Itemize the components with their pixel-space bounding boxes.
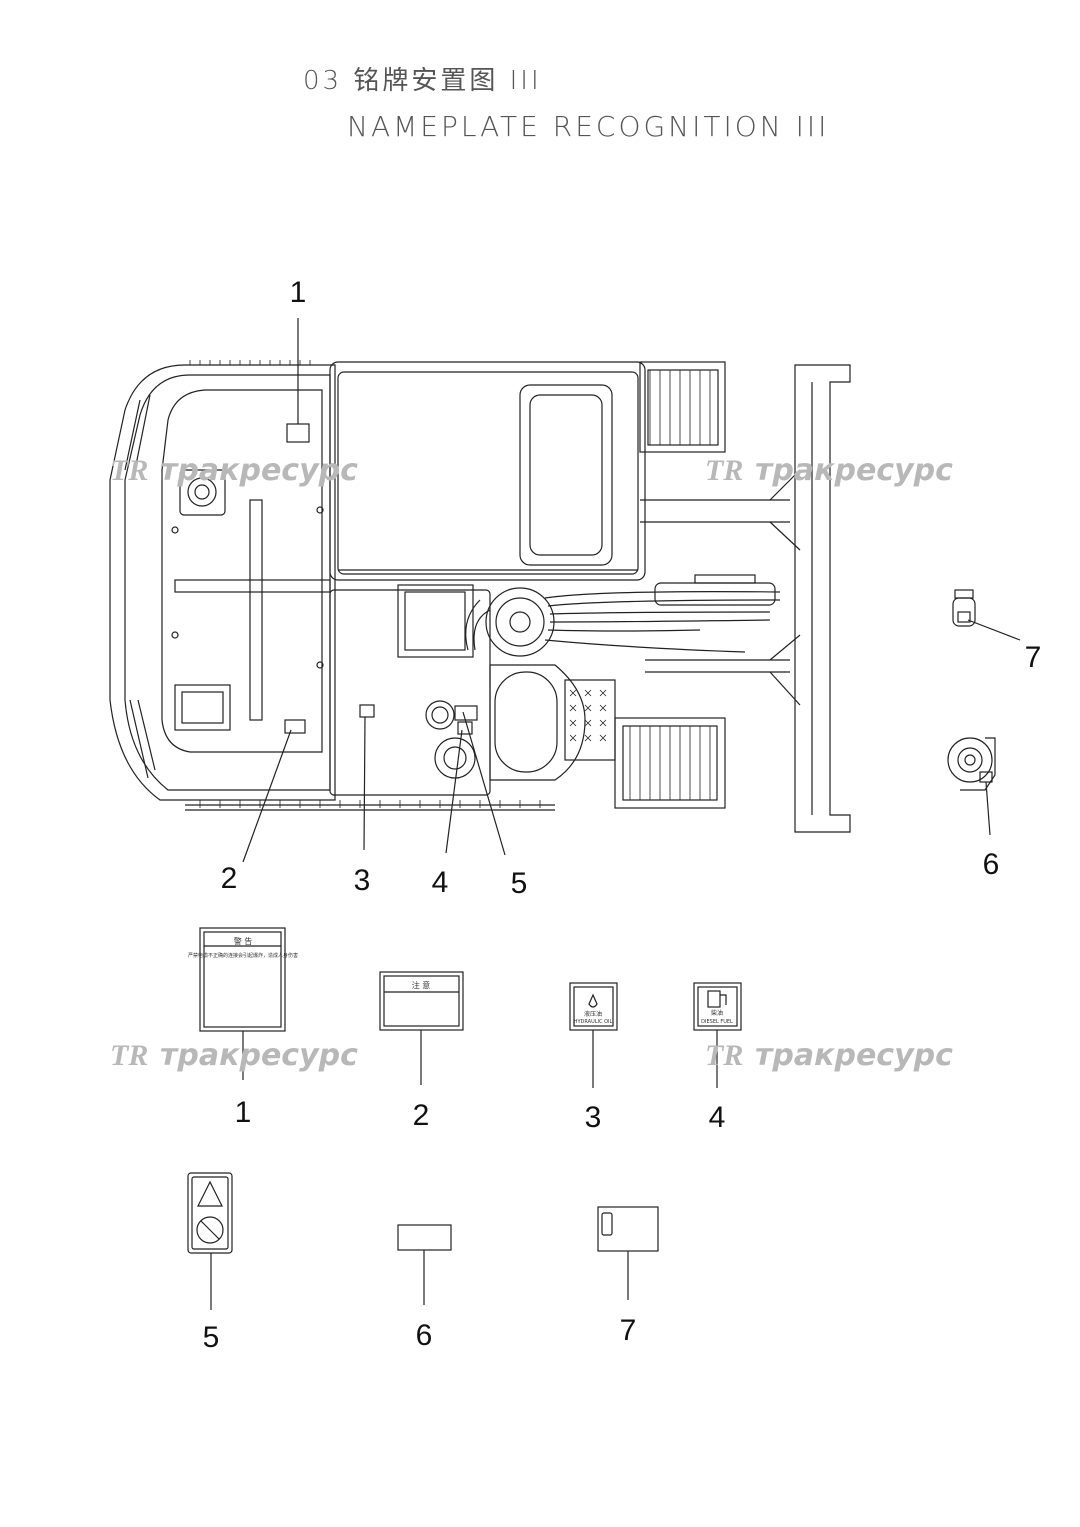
svg-text:тракресурс: тракресурс — [755, 453, 953, 488]
label-6-notice — [397, 1224, 452, 1305]
svg-text:TR: TR — [110, 1039, 148, 1072]
label-1-warning — [199, 927, 286, 1080]
svg-text:TR: TR — [110, 454, 148, 487]
label-3-en: HYDRAULIC OIL — [574, 1019, 613, 1025]
label-2-heading: 注 意 — [412, 980, 431, 990]
machine-callout-5: 5 — [511, 867, 528, 900]
label-callout-1: 1 — [235, 1096, 252, 1129]
svg-text:тракресурс: тракресурс — [755, 1038, 953, 1073]
machine-callout-4: 4 — [432, 866, 449, 899]
label-callout-2: 2 — [413, 1099, 430, 1132]
svg-text:TR: TR — [705, 454, 743, 487]
label-callout-6: 6 — [416, 1319, 433, 1352]
fuel-filter-detail — [952, 589, 976, 627]
label-1-heading: 警 告 — [234, 936, 253, 946]
label-1-line: 严禁电缆不正确的连接会引起爆炸，造成人身伤害 — [188, 952, 298, 959]
label-4-diesel-fuel — [693, 982, 742, 1088]
watermark-top-right: TR тракресурс — [705, 453, 953, 488]
alternator-detail — [947, 737, 996, 791]
label-4-cn: 柴油 — [711, 1009, 723, 1017]
machine-callout-2: 2 — [221, 862, 238, 895]
excavator-top-view — [109, 361, 851, 833]
track-links — [189, 360, 711, 808]
label-callout-5: 5 — [203, 1321, 220, 1354]
label-5-fire-warning — [187, 1172, 233, 1310]
watermark-bottom-left: TR тракресурс — [110, 1038, 358, 1073]
svg-text:TR: TR — [705, 1039, 743, 1072]
machine-callout-1: 1 — [290, 276, 307, 309]
watermark-top-left: TR тракресурс — [110, 453, 358, 488]
watermark-bottom-right: TR тракресурс — [705, 1038, 953, 1073]
svg-text:тракресурс: тракресурс — [160, 1038, 358, 1073]
label-callout-4: 4 — [709, 1101, 726, 1134]
label-7-filter-notice — [597, 1206, 659, 1300]
machine-callout-6: 6 — [983, 848, 1000, 881]
machine-leader-lines — [242, 318, 1021, 863]
title-english: NAMEPLATE RECOGNITION III — [347, 110, 830, 143]
label-callout-7: 7 — [620, 1314, 637, 1347]
label-3-cn: 液压油 — [584, 1010, 602, 1018]
machine-callout-3: 3 — [354, 864, 371, 897]
title-chinese: 03 铭牌安置图 III — [303, 66, 542, 96]
label-4-en: DIESEL FUEL — [701, 1019, 733, 1025]
label-2-caution — [379, 971, 464, 1085]
machine-callout-7: 7 — [1025, 641, 1042, 674]
label-3-hydraulic-oil — [569, 982, 618, 1088]
svg-text:тракресурс: тракресурс — [160, 453, 358, 488]
label-callout-3: 3 — [585, 1101, 602, 1134]
